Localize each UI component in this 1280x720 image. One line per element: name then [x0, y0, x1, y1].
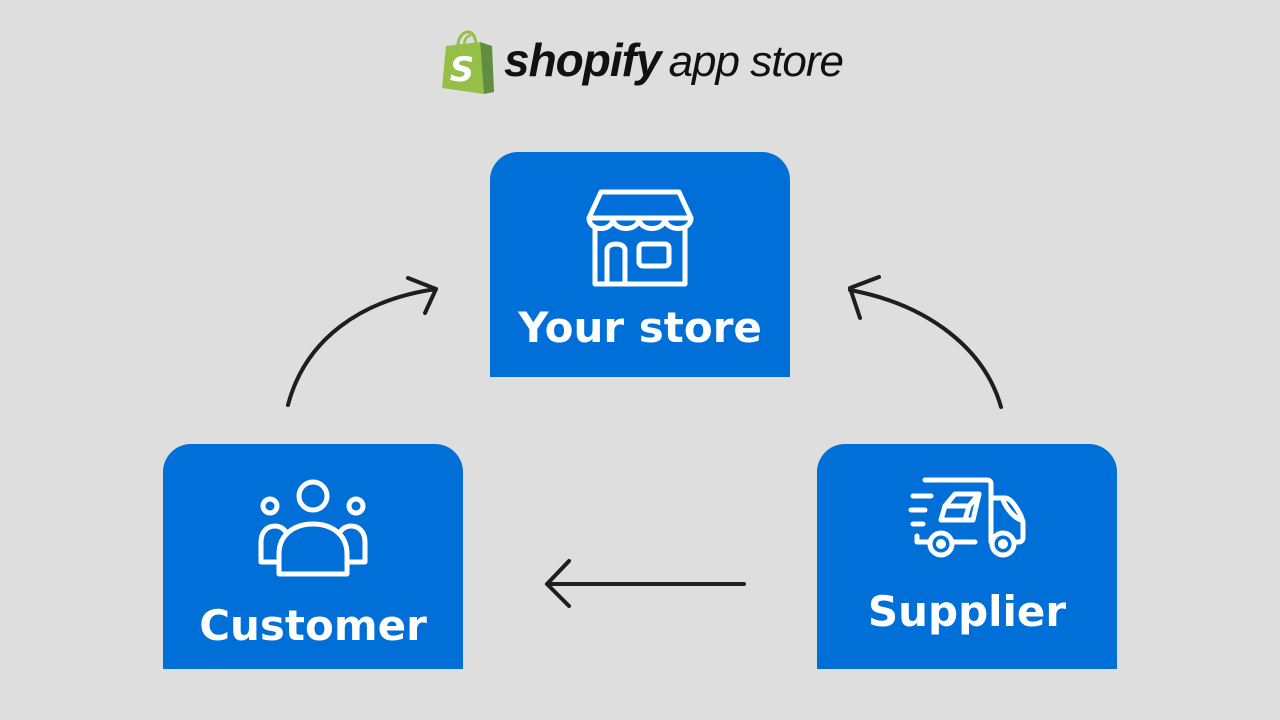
svg-text:S: S [450, 50, 475, 90]
arrow-customer-to-store [286, 276, 438, 407]
supplier-node: Supplier [817, 444, 1117, 669]
arrow-supplier-to-store [848, 275, 1003, 409]
your-store-label: Your store [518, 303, 762, 352]
people-group-icon [258, 479, 368, 577]
your-store-node: Your store [490, 152, 790, 377]
arrow-supplier-to-customer [545, 559, 746, 608]
supplier-label: Supplier [867, 587, 1067, 636]
customer-node: Customer [163, 444, 463, 669]
delivery-truck-icon [908, 477, 1026, 558]
logo-suffix-text: app store [668, 36, 844, 86]
customer-label: Customer [199, 601, 427, 650]
storefront-icon [586, 189, 694, 287]
logo-brand-text: shopify [504, 33, 662, 86]
shopify-bag-icon: S [442, 30, 494, 94]
